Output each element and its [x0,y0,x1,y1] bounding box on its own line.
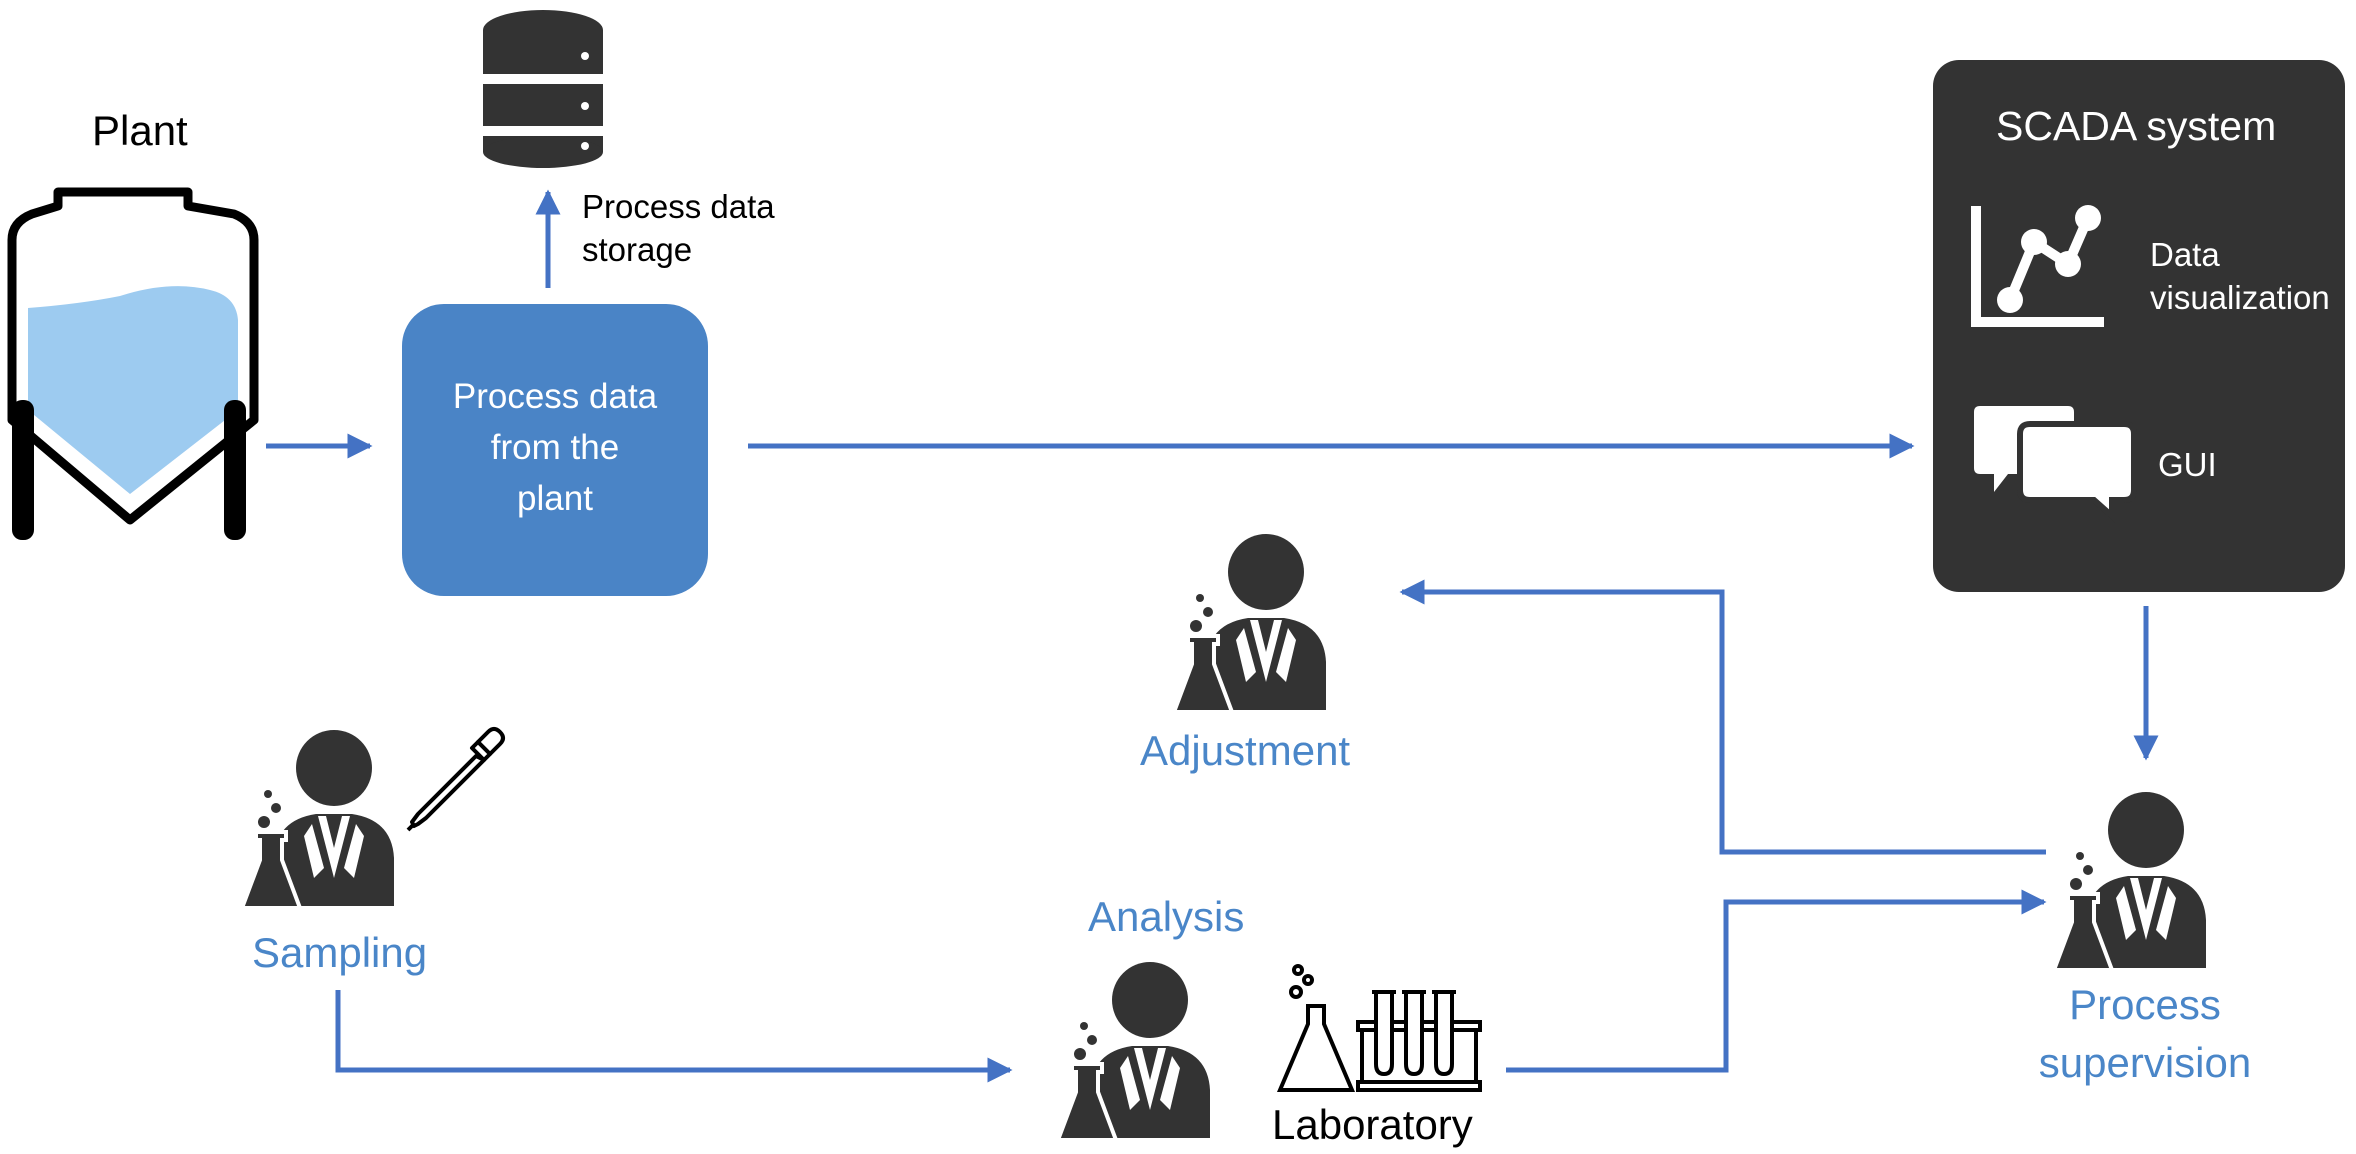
chart-icon [1971,205,2104,327]
arrow-supervision-to-adjustment [1399,579,2046,855]
arrow-sampling-to-analysis [335,990,1013,1083]
process-supervision-label: Process supervision [2010,976,2280,1092]
process-data-box [402,304,708,596]
flow-arrows [266,189,2159,1083]
laboratory-label: Laboratory [1272,1101,1473,1148]
database-icon [483,10,603,168]
analysis-person-icon [1056,960,1212,1142]
plant-title: Plant [92,107,188,154]
analysis-label: Analysis [1088,893,1245,940]
process-box-line3: plant [517,478,593,518]
scada-title: SCADA system [1996,103,2277,149]
process-box-line1: Process data [452,377,658,416]
data-visualization-line1: Data [2150,236,2220,273]
pipette-icon [406,727,505,832]
process-box-line2: from the [490,427,620,467]
process-box-label: Process data from the plant [402,372,708,524]
chat-bubbles-icon [1974,406,2137,523]
supervision-person-icon [2052,790,2208,972]
lab-flask-icon [1276,964,1356,1092]
adjustment-label: Adjustment [1140,727,1351,774]
data-visualization-line2: visualization [2150,278,2330,316]
arrow-lab-to-supervision [1506,889,2047,1073]
gui-label: GUI [2158,446,2217,483]
test-tube-rack-icon [1356,990,1482,1092]
plant-tank-icon [7,187,259,540]
process-supervision-line2: supervision [2038,1038,2252,1086]
process-supervision-line1: Process [2069,981,2221,1028]
sampling-person-icon [240,728,396,910]
adjustment-person-icon [1172,532,1328,714]
data-visualization-label: Data visualization [2150,234,2330,320]
storage-label-line2: storage [582,230,693,268]
storage-label: Process data storage [582,186,775,272]
storage-label-line1: Process data [582,188,775,225]
sampling-label: Sampling [252,929,428,976]
